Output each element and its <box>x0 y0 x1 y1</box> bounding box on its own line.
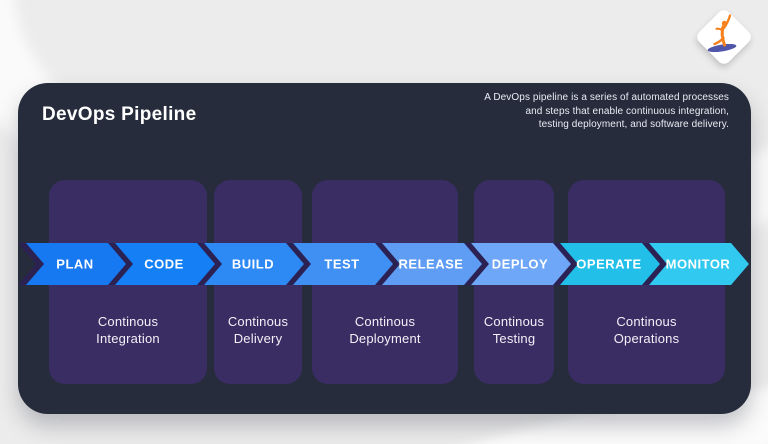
phase-label: Continous Deployment <box>312 314 458 347</box>
pipeline-arrows: PLAN CODE BUILD TEST RELEASE DEPLOY OPERATE MON… <box>18 243 749 285</box>
page-title: DevOps Pipeline <box>42 104 197 125</box>
phase-label-line2: Delivery <box>233 330 283 346</box>
phase-label: Continous Operations <box>568 314 725 347</box>
stage-label-plan: PLAN <box>56 257 93 272</box>
phase-label-line1: Continous <box>227 314 289 329</box>
phase-label: Continous Testing <box>474 314 554 347</box>
stage-arrow-plan <box>26 243 126 285</box>
phase-label-line1: Continous <box>616 314 677 329</box>
pipeline-description: A DevOps pipeline is a series of automat… <box>484 91 729 132</box>
phase-label-line2: Integration <box>96 330 160 346</box>
stage-label-monitor: MONITOR <box>666 257 731 272</box>
description-line: and steps that enable continuous integra… <box>525 105 729 117</box>
description-line: testing deployment, and software deliver… <box>538 119 729 130</box>
stage-arrow-test <box>293 243 393 285</box>
stage-label-code: CODE <box>144 257 184 272</box>
phase-label-line2: Testing <box>492 330 536 346</box>
description-line: A DevOps pipeline is a series of automat… <box>484 92 729 103</box>
stage-label-operate: OPERATE <box>576 257 641 272</box>
phase-label: Continous Integration <box>49 314 207 347</box>
stage-arrow-release <box>382 243 482 285</box>
phase-label-line2: Deployment <box>349 330 421 346</box>
phase-label-line1: Continous <box>354 314 416 329</box>
phase-label-line2: Operations <box>613 330 680 346</box>
stage-label-release: RELEASE <box>399 257 464 272</box>
phase-label: Continous Delivery <box>214 314 302 347</box>
leaping-person-icon <box>707 14 737 53</box>
stage-arrow-monitor <box>649 243 749 285</box>
stage-arrow-build <box>204 243 304 285</box>
stage-arrow-deploy <box>471 243 571 285</box>
phase-label-line1: Continous <box>483 314 545 329</box>
stage-label-test: TEST <box>324 257 359 272</box>
stage-label-build: BUILD <box>232 257 274 272</box>
stage-arrow-operate <box>560 243 660 285</box>
stage-label-deploy: DEPLOY <box>492 257 548 272</box>
phase-label-line1: Continous <box>97 314 159 329</box>
stage-arrow-code <box>115 243 215 285</box>
